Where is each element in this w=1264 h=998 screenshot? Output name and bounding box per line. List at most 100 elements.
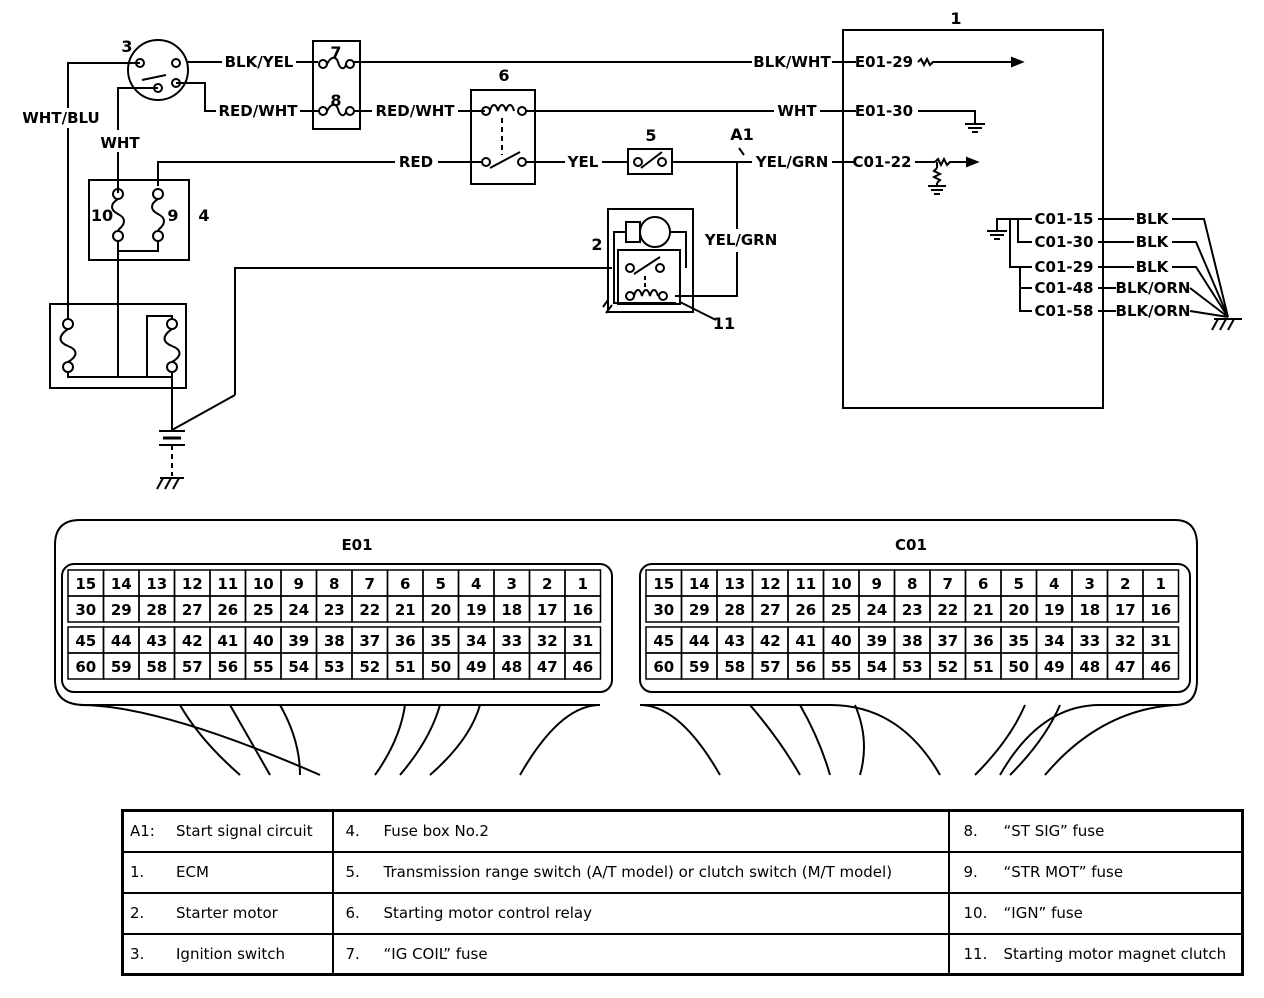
connector-pin-number: 39: [288, 632, 309, 650]
wire-label-yel-grn-1: YEL/GRN: [755, 153, 829, 171]
connector-pin-number: 19: [466, 601, 487, 619]
connector-pin-number: 44: [689, 632, 710, 650]
ecm-number: 1: [950, 9, 961, 28]
connector-pin-number: 44: [111, 632, 132, 650]
connector-pin-number: 21: [395, 601, 416, 619]
connector-pin-number: 54: [288, 658, 309, 676]
connector-pin-number: 36: [395, 632, 416, 650]
connector-pin-number: 52: [937, 658, 958, 676]
wire-label-blk-3: BLK: [1136, 258, 1170, 276]
connector-pin-number: 17: [537, 601, 558, 619]
connector-pin-number: 37: [937, 632, 958, 650]
connector-pin-number: 20: [430, 601, 451, 619]
legend-text: Starter motor: [176, 904, 278, 922]
wire-label-blk-2: BLK: [1136, 233, 1170, 251]
wire-label-blk-wht: BLK/WHT: [753, 53, 831, 71]
terminal-c01-29: C01-29: [1035, 258, 1094, 276]
connector-pin-number: 10: [253, 575, 274, 593]
connector-pin-number: 5: [436, 575, 446, 593]
connector-pin-number: 25: [253, 601, 274, 619]
connector-pin-number: 27: [182, 601, 203, 619]
terminal-e01-29: E01-29: [855, 53, 913, 71]
terminal-c01-48: C01-48: [1035, 279, 1094, 297]
connector-pin-number: 25: [831, 601, 852, 619]
clutch-number: 11: [713, 314, 735, 333]
connector-pin-number: 50: [430, 658, 451, 676]
connector-pin-cell: [1142, 595, 1180, 623]
relay-number: 6: [498, 66, 509, 85]
connector-pin-number: 31: [572, 632, 593, 650]
connector-pin-number: 13: [146, 575, 167, 593]
wire-label-red-wht-2: RED/WHT: [375, 102, 455, 120]
connector-pin-number: 10: [831, 575, 852, 593]
connector-pin-number: 22: [937, 601, 958, 619]
connector-pin-number: 57: [760, 658, 781, 676]
connector-pin-number: 12: [760, 575, 781, 593]
connector-pin-number: 12: [182, 575, 203, 593]
connector-pin-number: 52: [359, 658, 380, 676]
legend-key: 4.: [345, 822, 360, 841]
connector-pin-number: 55: [253, 658, 274, 676]
connector-pin-number: 9: [872, 575, 882, 593]
connector-pin-number: 1: [1156, 575, 1166, 593]
connector-pin-number: 46: [1150, 658, 1171, 676]
terminal-c01-58: C01-58: [1035, 302, 1094, 320]
legend-key: 10.: [963, 904, 988, 922]
connector-pin-number: 45: [653, 632, 674, 650]
connector-pin-number: 49: [466, 658, 487, 676]
legend-text: “ST SIG” fuse: [1003, 822, 1105, 841]
connector-pin-number: 28: [146, 601, 167, 619]
connector-pin-number: 46: [572, 658, 593, 676]
connector-pin-number: 28: [724, 601, 745, 619]
connector-pin-number: 56: [217, 658, 238, 676]
legend-key: 2.: [130, 904, 145, 922]
connector-pin-number: 45: [75, 632, 96, 650]
legend-text: Start signal circuit: [176, 822, 313, 841]
fuse-box-no2: [88, 179, 190, 261]
connector-pin-number: 6: [978, 575, 988, 593]
start-signal-a1: A1: [730, 125, 754, 144]
connector-pin-number: 55: [831, 658, 852, 676]
connector-pin-number: 36: [973, 632, 994, 650]
connector-pin-number: 60: [75, 658, 96, 676]
connector-pin-number: 15: [75, 575, 96, 593]
connector-pin-number: 35: [1008, 632, 1029, 650]
connector-pin-number: 31: [1150, 632, 1171, 650]
legend-key: A1:: [130, 822, 155, 841]
legend-text: Fuse box No.2: [383, 822, 489, 841]
connector-pin-number: 27: [760, 601, 781, 619]
connector-pin-number: 23: [324, 601, 345, 619]
legend-cell: A1: Start signal circuit: [121, 809, 334, 853]
legend-key: 11.: [963, 944, 988, 963]
connector-pin-number: 54: [866, 658, 887, 676]
connector-pin-number: 50: [1008, 658, 1029, 676]
connector-housing: [54, 519, 1198, 776]
wire-label-red-wht-1: RED/WHT: [218, 102, 298, 120]
legend-cell: 4. Fuse box No.2: [331, 809, 950, 853]
connector-pin-number: 22: [359, 601, 380, 619]
connector-pin-number: 29: [689, 601, 710, 619]
legend-text: ECM: [176, 863, 209, 881]
connector-pin-number: 38: [324, 632, 345, 650]
fuse-10-number: 10: [91, 206, 113, 225]
legend-cell: 2. Starter motor: [121, 891, 334, 935]
connector-pin-number: 17: [1115, 601, 1136, 619]
legend-text: Transmission range switch (A/T model) or…: [383, 863, 893, 881]
connector-pin-number: 20: [1008, 601, 1029, 619]
connector-pin-cell: [564, 595, 602, 623]
connector-pin-number: 24: [866, 601, 887, 619]
connector-pin-number: 42: [760, 632, 781, 650]
fuse-9-number: 9: [167, 206, 178, 225]
connector-pin-number: 9: [294, 575, 304, 593]
fuse-box-number: 4: [198, 206, 209, 225]
connector-pin-number: 59: [689, 658, 710, 676]
connector-pin-number: 4: [471, 575, 481, 593]
starter-number: 2: [591, 235, 602, 254]
connector-pin-number: 18: [1079, 601, 1100, 619]
connector-pin-number: 56: [795, 658, 816, 676]
connector-pin-number: 58: [724, 658, 745, 676]
connector-pin-number: 53: [324, 658, 345, 676]
legend-key: 5.: [345, 863, 360, 881]
